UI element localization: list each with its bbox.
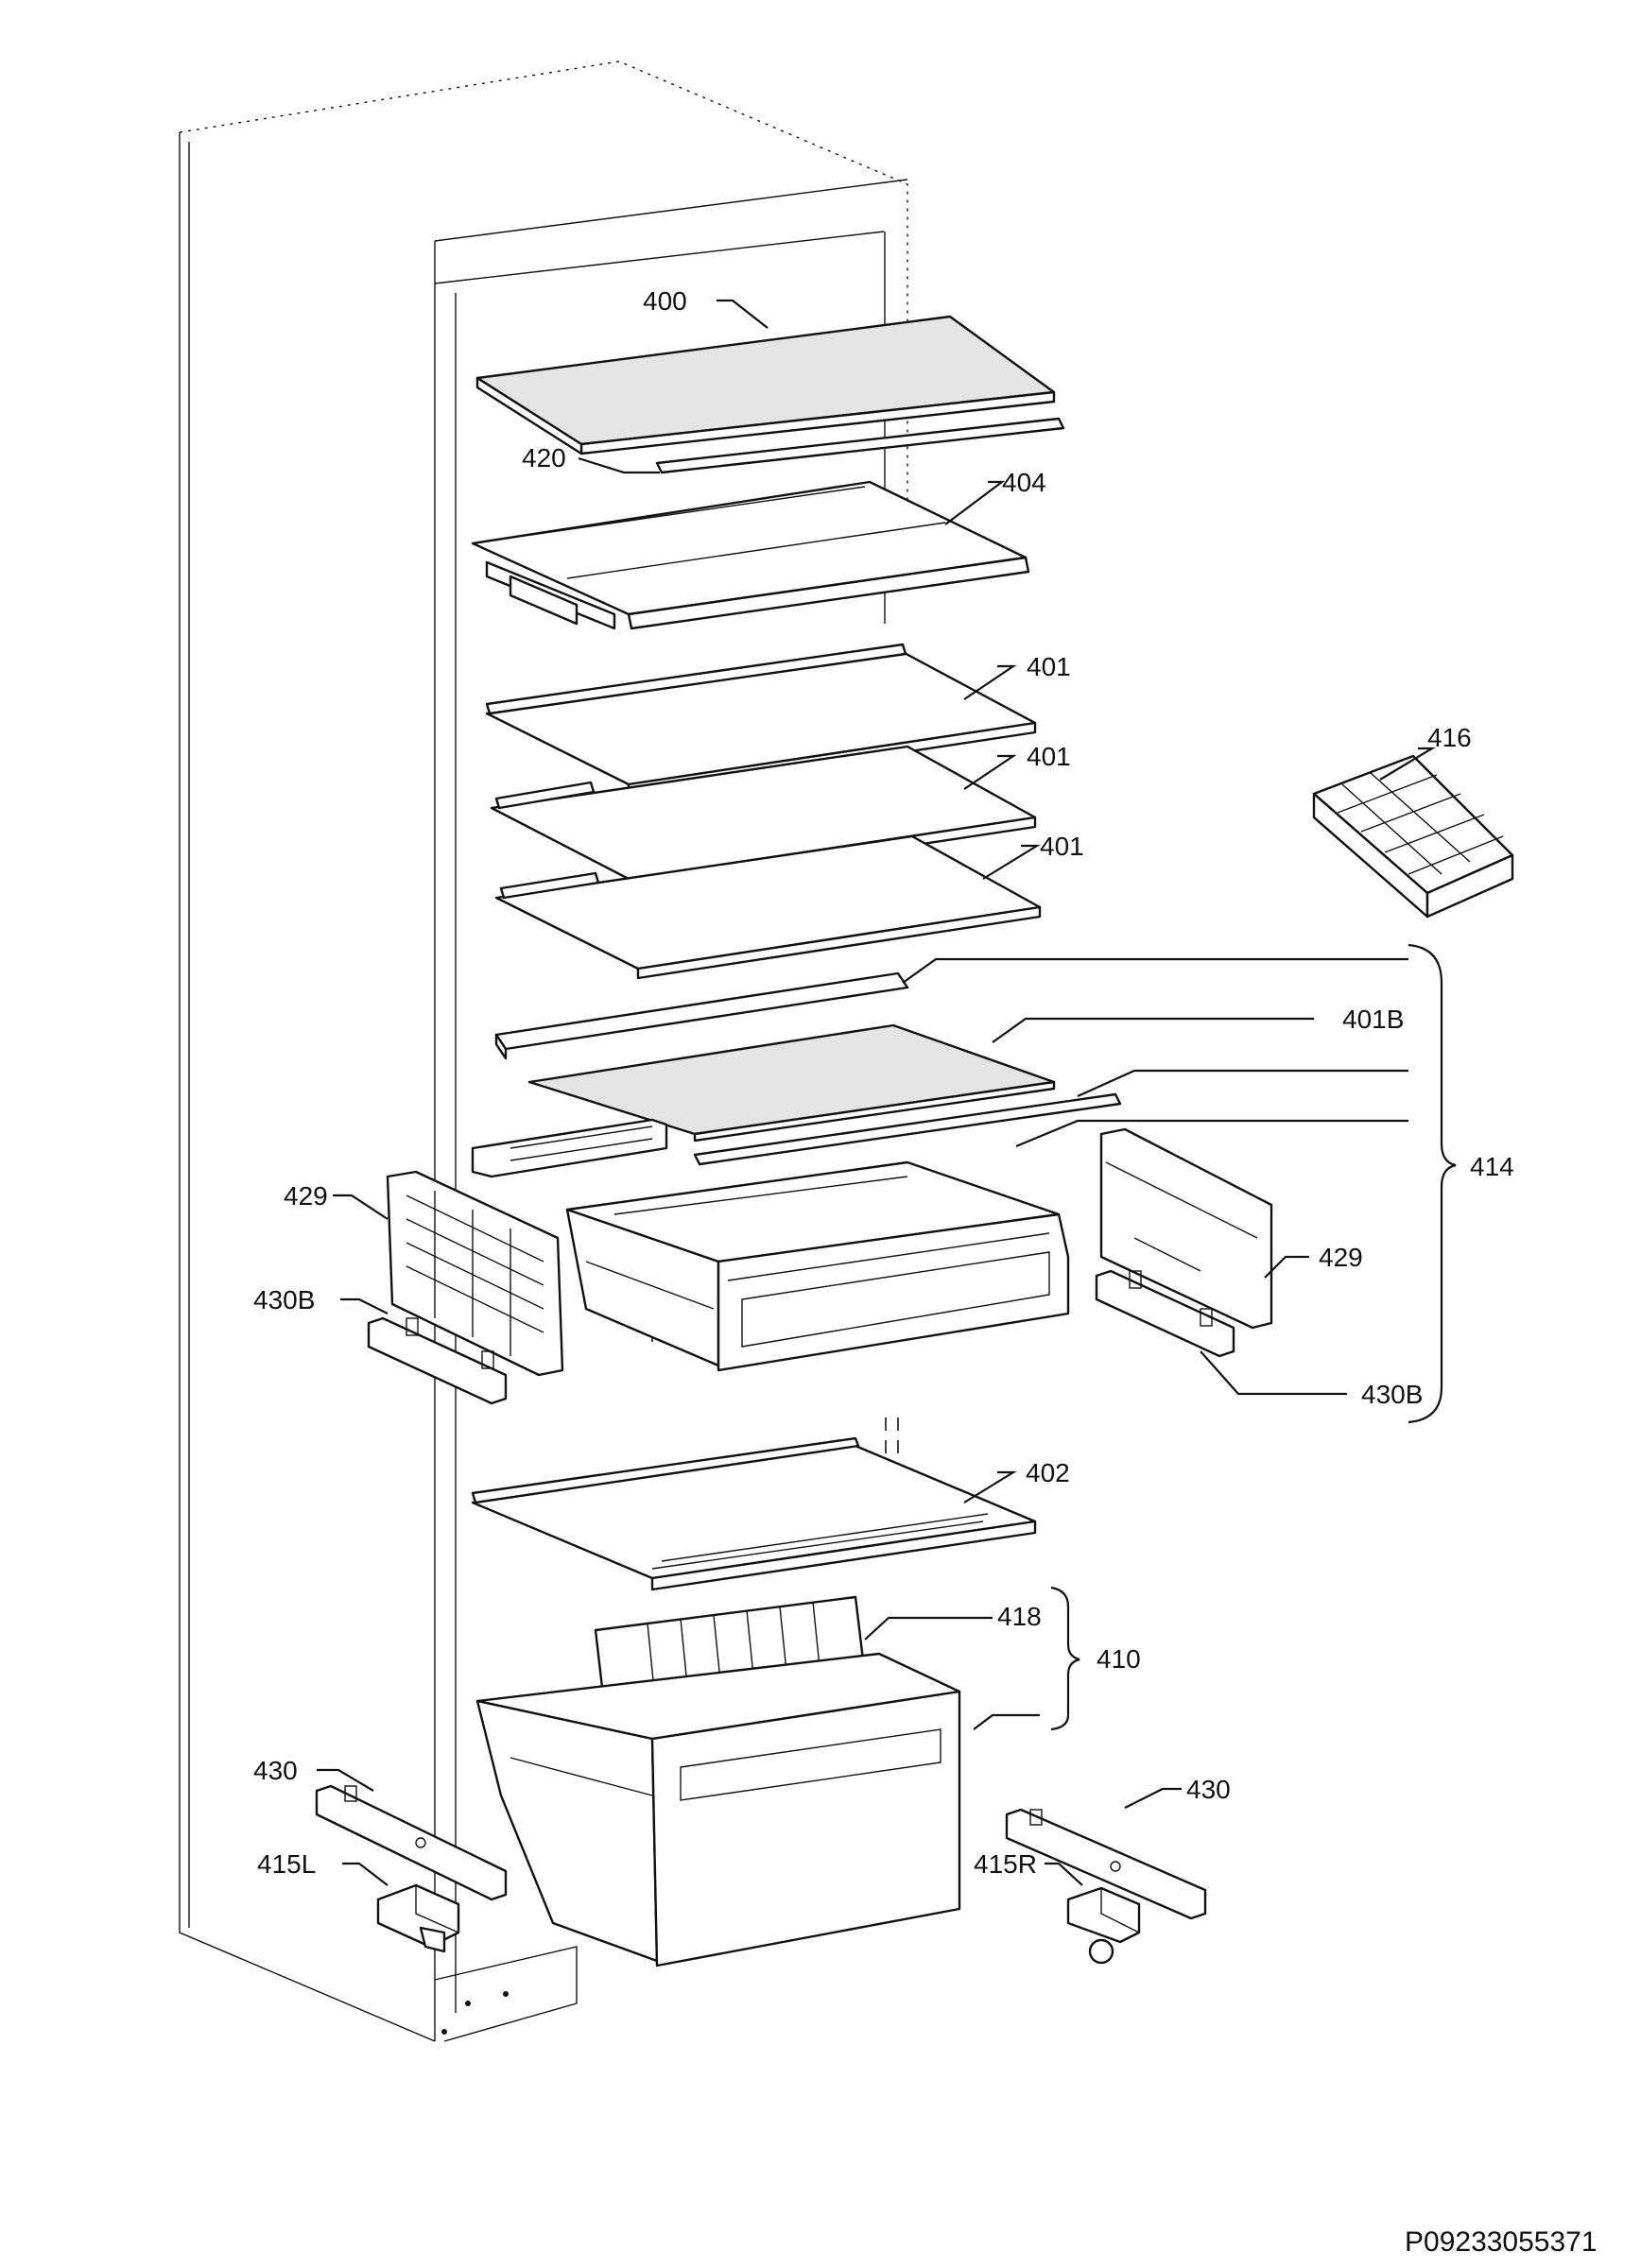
label-410: 410 [1097, 1644, 1141, 1674]
label-401B: 401B [1342, 1005, 1404, 1034]
label-416: 416 [1427, 723, 1472, 752]
part-401-glass-shelf-3 [494, 834, 1042, 980]
label-401-a: 401 [1027, 652, 1071, 681]
label-430-left: 430 [253, 1756, 298, 1785]
label-430B-left: 430B [253, 1285, 315, 1314]
part-410-freezer-drawer [475, 1652, 961, 1967]
part-430-right-rail [1005, 1808, 1207, 1920]
label-429-right: 429 [1319, 1243, 1363, 1272]
part-429-right-support [1099, 1127, 1273, 1330]
leader-lines [317, 299, 1457, 1886]
label-415R: 415R [974, 1849, 1037, 1879]
part-404-framed-shelf [471, 480, 1030, 630]
part-420-trim-strip [655, 417, 1065, 474]
label-418: 418 [997, 1602, 1042, 1631]
label-420: 420 [522, 443, 566, 472]
label-414: 414 [1470, 1152, 1514, 1181]
label-401-b: 401 [1027, 742, 1071, 771]
part-416-ice-cube-tray [1312, 754, 1514, 919]
label-400: 400 [643, 286, 687, 316]
label-404: 404 [1002, 468, 1046, 497]
part-labels: 400 420 404 401 401 401 416 401B 414 429… [253, 286, 1598, 2258]
part-401B-crisper-cover [471, 971, 1122, 1178]
part-415L-latch [376, 1883, 460, 1953]
label-429-left: 429 [284, 1181, 328, 1211]
part-429-left-support [386, 1170, 564, 1377]
part-414-crisper-drawer [565, 1160, 1070, 1372]
label-402: 402 [1026, 1458, 1070, 1487]
label-401-c: 401 [1040, 832, 1084, 861]
document-id: P09233055371 [1405, 2226, 1598, 2258]
part-415R-latch [1066, 1886, 1141, 1965]
part-430B-right-rail [1095, 1269, 1235, 1358]
label-430B-right: 430B [1361, 1380, 1423, 1409]
part-430B-left-rail [367, 1316, 508, 1405]
label-415L: 415L [257, 1849, 316, 1879]
label-430-right: 430 [1186, 1775, 1231, 1804]
part-400-glass-shelf [475, 315, 1056, 455]
part-430-left-rail [315, 1784, 508, 1901]
part-402-glass-shelf [471, 1436, 1037, 1591]
